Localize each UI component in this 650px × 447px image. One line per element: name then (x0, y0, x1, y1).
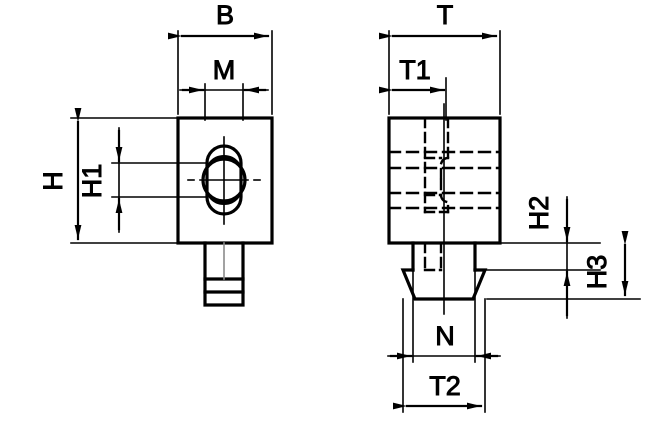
dimension-label-H2: H2 (524, 196, 554, 231)
dimension-label-H: H (38, 171, 68, 191)
front-view-body-outline (176, 116, 274, 245)
dimension-label-T2: T2 (429, 371, 461, 401)
side-view-neck-sides (411, 241, 477, 272)
dimension-B (168, 30, 273, 115)
side-view-hidden-bore (423, 116, 450, 214)
dimension-label-N: N (435, 321, 455, 351)
dimension-label-T: T (437, 0, 454, 30)
dimension-T2 (393, 298, 486, 413)
side-view-hidden-neck (423, 241, 443, 272)
dimension-M (179, 83, 269, 121)
front-view-geometry (176, 116, 274, 307)
dimension-H1 (111, 127, 206, 233)
dimension-label-H3: H3 (582, 255, 612, 290)
dimension-label-T1: T1 (399, 55, 431, 85)
dimension-T1 (379, 77, 447, 121)
dimension-label-B: B (216, 0, 234, 30)
dimension-H3 (486, 231, 641, 300)
dimension-label-H1: H1 (77, 164, 107, 199)
dimension-N (387, 269, 501, 363)
dimension-H2 (476, 196, 601, 319)
dimension-T (379, 30, 501, 115)
front-view-stem-outline (203, 241, 245, 307)
side-view-geometry (387, 103, 502, 315)
dimension-H (70, 108, 183, 244)
dimension-label-M: M (213, 55, 236, 85)
